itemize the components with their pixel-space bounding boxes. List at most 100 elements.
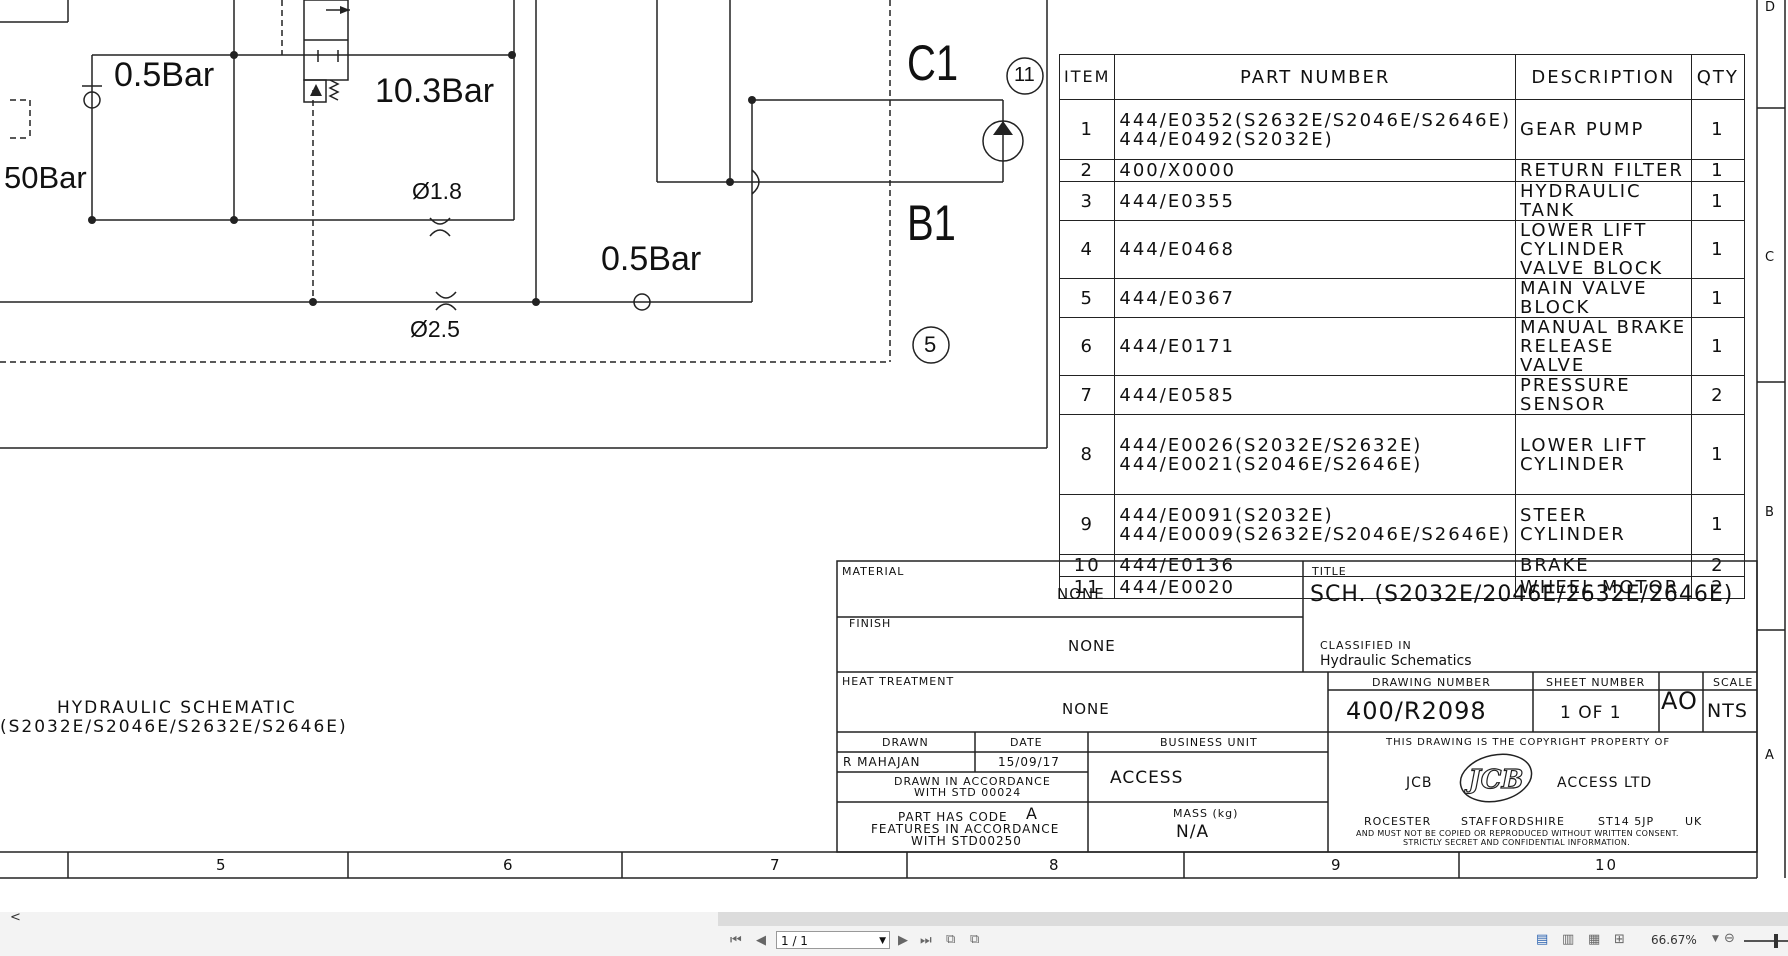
port-label-b1: B1 (907, 195, 956, 251)
parts-item-cell: 1 (1058, 99, 1116, 160)
std-line-2: WITH STD 00024 (914, 786, 1022, 799)
page-number-value: 1 / 1 (781, 934, 808, 948)
finish-label: FINISH (849, 617, 892, 630)
parts-qty-cell: 1 (1690, 317, 1746, 376)
pressure-label-0.5bar-bottom: 0.5Bar (601, 240, 702, 278)
split-view-icon[interactable]: ⧉ (970, 932, 980, 947)
drawing-number-value: 400/R2098 (1346, 697, 1487, 725)
material-value: NONE (1057, 585, 1105, 603)
parts-item-cell: 8 (1058, 414, 1116, 495)
mass-label: MASS (kg) (1173, 807, 1239, 820)
sheet-number-value: 1 OF 1 (1560, 703, 1622, 723)
page-number-field[interactable]: 1 / 1 ▼ (776, 931, 890, 949)
zoom-slider-handle[interactable] (1774, 934, 1778, 948)
pressure-label-0.5bar-top: 0.5Bar (114, 56, 215, 94)
drawn-by-value: R MAHAJAN (843, 755, 921, 769)
parts-part-number-cell: 444/E0091(S2032E) 444/E0009(S2632E/S2046… (1114, 494, 1517, 555)
jcb-logo-shape: JCB (1459, 753, 1533, 803)
classified-value: Hydraulic Schematics (1320, 653, 1472, 669)
parts-qty-cell: 1 (1690, 494, 1746, 555)
code-line-3: WITH STD00250 (911, 834, 1022, 848)
pressure-label-50bar: 50Bar (4, 160, 87, 195)
parts-part-number-cell: 444/E0026(S2032E/S2632E) 444/E0021(S2046… (1114, 414, 1517, 495)
next-page-icon[interactable]: ▶ (898, 933, 908, 948)
header-item: ITEM (1058, 54, 1116, 100)
material-label: MATERIAL (842, 565, 905, 578)
notice-line-2: STRICTLY SECRET AND CONFIDENTIAL INFORMA… (1403, 838, 1630, 847)
orifice-label-1.8: Ø1.8 (412, 178, 462, 204)
grid-col-9: 9 (1331, 856, 1343, 874)
zoom-level[interactable]: 66.67% (1651, 933, 1697, 947)
sheet-number-label: SHEET NUMBER (1546, 676, 1646, 689)
drawing-title: SCH. (S2032E/2046E/2632E/2646E) (1310, 582, 1734, 607)
grid-col-8: 8 (1049, 856, 1061, 874)
continuous-view-icon[interactable]: ▥ (1562, 932, 1575, 947)
single-page-view-icon[interactable]: ▤ (1536, 932, 1549, 947)
parts-part-number-cell: 444/E0468 (1114, 220, 1517, 279)
parts-item-cell: 6 (1058, 317, 1116, 376)
zoom-out-icon[interactable]: ⊖ (1724, 931, 1735, 946)
address-town: ROCESTER (1364, 815, 1432, 828)
code-line-1: PART HAS CODE (898, 810, 1008, 824)
mass-value: N/A (1176, 822, 1210, 842)
collapse-panel-icon[interactable]: < (10, 910, 21, 925)
parts-description-cell: STEER CYLINDER (1515, 494, 1692, 555)
parts-item-cell: 10 (1058, 554, 1116, 577)
parts-qty-cell: 1 (1690, 220, 1746, 279)
zoom-dropdown-icon[interactable]: ▼ (1712, 934, 1719, 944)
heat-treatment-label: HEAT TREATMENT (842, 675, 955, 688)
parts-description-cell: RETURN FILTER (1515, 159, 1692, 182)
page-dropdown-icon[interactable]: ▼ (879, 936, 886, 946)
grid-row-c: C (1765, 250, 1775, 265)
parts-description-cell: GEAR PUMP (1515, 99, 1692, 160)
parts-item-cell: 4 (1058, 220, 1116, 279)
last-page-icon[interactable]: ⏭ (920, 933, 932, 948)
parts-qty-cell: 1 (1690, 414, 1746, 495)
copy-page-icon[interactable]: ⧉ (946, 932, 956, 947)
sheet-size-value: AO (1661, 687, 1698, 715)
drawing-caption-line2: (S2032E/S2046E/S2632E/S2646E) (0, 717, 348, 737)
address-postcode: ST14 5JP (1598, 815, 1655, 828)
parts-part-number-cell: 444/E0352(S2632E/S2046E/S2646E) 444/E049… (1114, 99, 1517, 160)
previous-page-icon[interactable]: ◀ (756, 933, 766, 948)
scale-value: NTS (1707, 700, 1748, 722)
address-county: STAFFORDSHIRE (1461, 815, 1565, 828)
parts-part-number-cell: 444/E0367 (1114, 278, 1517, 318)
fit-width-icon[interactable]: ⊞ (1614, 932, 1625, 947)
drawing-number-label: DRAWING NUMBER (1372, 676, 1491, 689)
header-qty: QTY (1690, 54, 1746, 100)
grid-col-6: 6 (503, 856, 515, 874)
first-page-icon[interactable]: ⏮ (730, 933, 742, 948)
address-country: UK (1685, 815, 1703, 828)
parts-description-cell: BRAKE (1515, 554, 1692, 577)
two-page-view-icon[interactable]: ▦ (1588, 932, 1601, 947)
jcb-logo: JCB (1457, 752, 1535, 804)
heat-treatment-value: NONE (1062, 700, 1110, 718)
business-unit-value: ACCESS (1110, 768, 1184, 788)
horizontal-scrollbar[interactable] (718, 912, 1788, 926)
notice-line-1: AND MUST NOT BE COPIED OR REPRODUCED WIT… (1356, 829, 1679, 838)
header-description: DESCRIPTION (1515, 54, 1692, 100)
parts-part-number-cell: 444/E0355 (1114, 181, 1517, 221)
company-left: JCB (1406, 775, 1433, 791)
header-part-number: PART NUMBER (1114, 54, 1517, 100)
parts-description-cell: MANUAL BRAKE RELEASE VALVE (1515, 317, 1692, 376)
parts-part-number-cell: 400/X0000 (1114, 159, 1517, 182)
parts-qty-cell: 1 (1690, 99, 1746, 160)
grid-col-10: 10 (1595, 856, 1619, 874)
zoom-slider[interactable] (1744, 940, 1788, 942)
business-unit-label: BUSINESS UNIT (1160, 736, 1258, 749)
company-right: ACCESS LTD (1557, 775, 1653, 791)
parts-part-number-cell: 444/E0171 (1114, 317, 1517, 376)
date-value: 15/09/17 (998, 755, 1060, 769)
title-label: TITLE (1312, 565, 1347, 578)
